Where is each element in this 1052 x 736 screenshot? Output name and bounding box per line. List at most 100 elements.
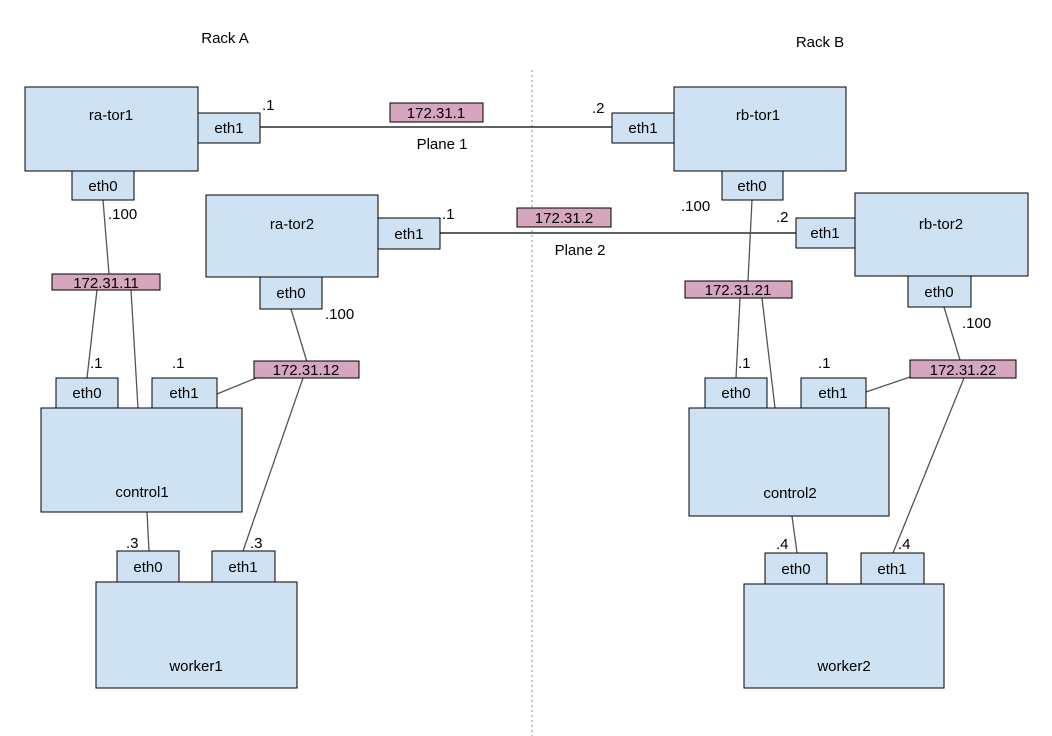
node-control1: control1 [40,407,243,513]
link-ra-tor2-eth0-subnet-12 [290,308,308,363]
addr-worker1-eth1: .3 [250,535,263,552]
rb-tor1-label: rb-tor1 [736,107,780,124]
control1-eth1-port: eth1 [151,377,218,409]
addr-ra-tor1-eth0: .100 [108,206,137,223]
ra-tor1-label: ra-tor1 [89,107,133,124]
link-rb-tor2-eth0-subnet-22 [943,306,961,361]
control1-label: control1 [115,484,168,501]
rb-tor2-label: rb-tor2 [919,216,963,233]
rb-tor1-eth1-port: eth1 [611,112,675,144]
link-rb-tor1-eth0-subnet-21 [747,199,753,282]
rb-tor1-eth0-label: eth0 [737,178,766,195]
ra-tor2-eth1-port: eth1 [377,217,441,250]
node-ra-tor2: ra-tor2 [205,194,379,278]
worker1-eth0-port: eth0 [116,550,180,583]
subnet-plane1-tag: 172.31.1 [389,102,484,123]
control2-eth0-label: eth0 [721,385,750,402]
link-subnet-11-control1-eth0 [86,289,98,379]
rb-tor2-eth1-label: eth1 [810,225,839,242]
rb-tor1-eth0-port: eth0 [721,170,784,201]
ra-tor1-eth1-port: eth1 [197,112,261,144]
link-ra-tor1-eth0-subnet-11 [102,199,110,275]
rb-tor2-eth0-label: eth0 [924,284,953,301]
subnet-21-text: 172.31.21 [705,282,772,299]
worker1-eth1-label: eth1 [228,559,257,576]
ra-tor1-eth0-port: eth0 [71,170,135,201]
subnet-plane2-tag: 172.31.2 [516,207,612,228]
control1-box [40,407,243,513]
ra-tor1-eth0-label: eth0 [88,178,117,195]
subnet-22-text: 172.31.22 [930,362,997,379]
subnet-21-tag: 172.31.21 [684,280,793,299]
worker1-box [95,581,298,689]
rb-tor2-eth0-port: eth0 [907,275,972,308]
ra-tor2-eth1-label: eth1 [394,226,423,243]
ra-tor1-eth1-label: eth1 [214,120,243,137]
rack-a-heading: Rack A [201,30,249,47]
addr-control1-eth0: .1 [90,355,103,372]
addr-rb-tor1-eth1: .2 [592,100,605,117]
subnet-plane2-text: 172.31.2 [535,210,593,227]
addr-rb-tor1-eth0: .100 [681,198,710,215]
node-rb-tor1: rb-tor1 [673,86,847,172]
node-rb-tor2: rb-tor2 [854,192,1029,277]
link-subnet-21-control2-eth0 [735,297,741,379]
worker1-label: worker1 [168,658,222,675]
control2-eth0-port: eth0 [704,377,768,409]
node-worker1: worker1 [95,581,298,689]
worker2-box [743,583,945,689]
link-control2-worker2-eth0 [791,515,798,554]
ra-tor2-label: ra-tor2 [270,216,314,233]
worker2-eth0-port: eth0 [764,552,828,585]
worker1-eth1-port: eth1 [211,550,276,583]
node-control2: control2 [688,407,890,517]
addr-control1-eth1: .1 [172,355,185,372]
subnet-11-text: 172.31.11 [73,275,139,292]
worker2-eth1-label: eth1 [877,561,906,578]
addr-rb-tor2-eth0: .100 [962,315,991,332]
worker1-eth0-label: eth0 [133,559,162,576]
addr-ra-tor1-eth1: .1 [262,97,275,114]
rb-tor1-eth1-label: eth1 [628,120,657,137]
rb-tor1-box [673,86,847,172]
control1-eth0-label: eth0 [72,385,101,402]
link-subnet-11-control1 [130,289,139,409]
addr-control2-eth0: .1 [738,355,751,372]
plane1-label: Plane 1 [417,136,468,153]
rack-b-heading: Rack B [796,34,844,51]
addr-worker2-eth1: .4 [898,536,911,553]
plane2-label: Plane 2 [555,242,606,259]
control2-eth1-port: eth1 [800,377,867,409]
ra-tor1-box [24,86,199,172]
subnet-11-tag: 172.31.11 [51,273,161,292]
node-ra-tor1: ra-tor1 [24,86,199,172]
addr-ra-tor2-eth1: .1 [442,206,455,223]
subnet-plane1-text: 172.31.1 [407,105,465,122]
node-worker2: worker2 [743,583,945,689]
subnet-22-tag: 172.31.22 [909,359,1017,379]
control2-box [688,407,890,517]
link-subnet-12-worker1-eth1 [242,377,304,552]
link-subnet-22-worker2-eth1 [892,377,965,554]
link-control1-worker1-eth0 [146,511,150,552]
control2-label: control2 [763,485,816,502]
rb-tor2-eth1-port: eth1 [795,217,856,249]
addr-control2-eth1: .1 [818,355,831,372]
ra-tor2-eth0-label: eth0 [276,285,305,302]
rb-tor2-box [854,192,1029,277]
addr-ra-tor2-eth0: .100 [325,306,354,323]
worker2-eth1-port: eth1 [860,552,925,585]
control2-eth1-label: eth1 [818,385,847,402]
worker2-eth0-label: eth0 [781,561,810,578]
addr-worker1-eth0: .3 [126,535,139,552]
link-control2-eth1-subnet-22 [865,376,911,393]
subnet-12-tag: 172.31.12 [253,360,360,379]
link-control1-eth1-subnet-12 [216,377,257,395]
ra-tor2-box [205,194,379,278]
control1-eth1-label: eth1 [169,385,198,402]
worker2-label: worker2 [816,658,870,675]
link-subnet-21-control2 [761,297,776,409]
control1-eth0-port: eth0 [55,377,119,409]
addr-worker2-eth0: .4 [776,536,789,553]
